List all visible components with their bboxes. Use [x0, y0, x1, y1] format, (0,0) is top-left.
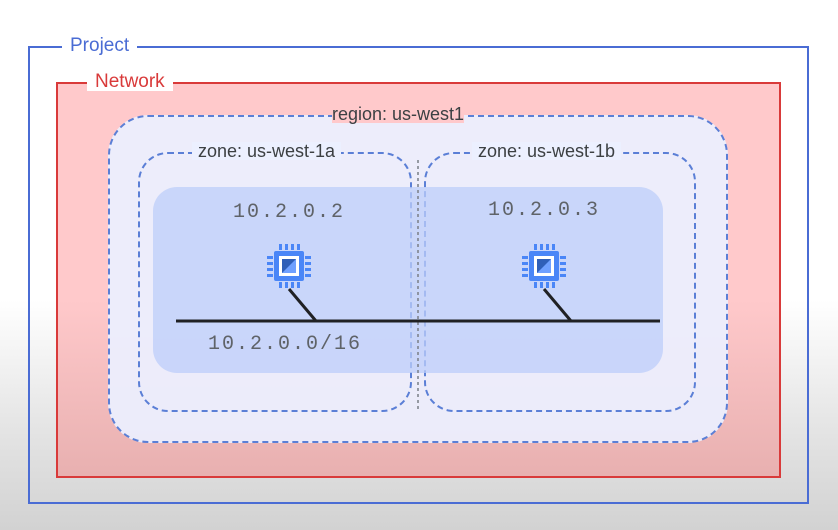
subnet-area [153, 187, 663, 373]
instance-b-connector [542, 288, 573, 322]
cpu-chip-icon [267, 244, 311, 288]
instance-a-ip: 10.2.0.2 [233, 201, 346, 224]
zone-a-label: zone: us-west-1a [192, 142, 342, 160]
network-label: Network [87, 72, 173, 91]
instance-a-connector [287, 288, 318, 322]
project-label: Project [62, 36, 138, 55]
instance-b-ip: 10.2.0.3 [488, 199, 601, 222]
cpu-chip-icon [522, 244, 566, 288]
project-boundary [28, 46, 809, 504]
region-label: region: us-west1 [332, 104, 465, 124]
zone-b-label: zone: us-west-1b [472, 142, 622, 160]
subnet-cidr: 10.2.0.0/16 [208, 333, 363, 356]
